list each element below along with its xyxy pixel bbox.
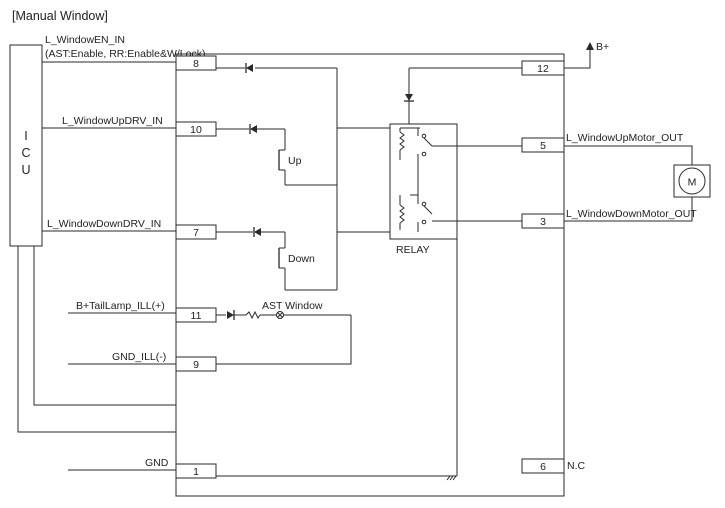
label-gnd: GND xyxy=(145,457,169,469)
pin-box-6 xyxy=(521,458,565,474)
icu-label-1: I xyxy=(24,129,27,143)
label-window-en-note: (AST:Enable, RR:Enable&W/Lock) xyxy=(45,48,205,60)
diode-icon xyxy=(249,124,257,134)
pin-box-8 xyxy=(175,55,217,71)
pin-label-5: 5 xyxy=(540,140,546,152)
b-plus-arrow-icon xyxy=(586,42,594,50)
pin-label-9: 9 xyxy=(193,359,199,371)
push-switch-icon xyxy=(278,247,285,269)
label-window-en: L_WindowEN_IN xyxy=(45,34,125,46)
pin-label-11: 11 xyxy=(191,310,202,322)
pin-label-7: 7 xyxy=(193,227,199,239)
motor-icon xyxy=(673,164,711,198)
enable-bus xyxy=(216,67,338,291)
pin-label-3: 3 xyxy=(540,216,546,228)
label-gnd-ill: GND_ILL(-) xyxy=(112,351,166,363)
pin-label-1: 1 xyxy=(193,466,199,478)
push-switch-icon xyxy=(278,149,285,171)
diode-icon xyxy=(245,63,253,73)
label-window-up-drv: L_WindowUpDRV_IN xyxy=(62,115,163,127)
ground-icon xyxy=(446,475,457,481)
down-switch-branch xyxy=(216,231,286,290)
label-taillamp: B+TailLamp_ILL(+) xyxy=(76,300,165,312)
icu-block xyxy=(9,44,43,247)
label-window-down-drv: L_WindowDownDRV_IN xyxy=(47,218,161,230)
label-motor-up-out: L_WindowUpMotor_OUT xyxy=(566,132,684,144)
illumination-branch xyxy=(216,310,352,365)
b-plus-feed xyxy=(564,42,594,69)
illumination-label: AST Window xyxy=(262,300,323,312)
label-b-plus: B+ xyxy=(596,41,609,53)
diode-icon xyxy=(253,227,261,237)
pin-label-10: 10 xyxy=(190,124,202,136)
lamp-icon xyxy=(276,311,284,319)
switch-down-label: Down xyxy=(288,253,315,265)
diagram-title: [Manual Window] xyxy=(12,9,108,23)
motor-wiring xyxy=(564,145,693,222)
diode-icon xyxy=(405,94,413,101)
pin-label-6: 6 xyxy=(540,461,546,473)
icu-label-3: U xyxy=(21,163,30,177)
motor-label: M xyxy=(688,177,697,189)
label-nc: N.C xyxy=(567,460,586,472)
pin-box-5 xyxy=(521,137,565,153)
relay-block xyxy=(216,67,522,240)
relay-label: RELAY xyxy=(396,244,430,256)
switch-module-outline xyxy=(175,53,565,497)
pin-label-8: 8 xyxy=(193,58,199,70)
icu-signal-wires xyxy=(17,61,176,471)
diode-icon xyxy=(227,310,235,320)
pin-label-12: 12 xyxy=(537,63,549,75)
switch-up-label: Up xyxy=(288,155,302,167)
ground-bus xyxy=(216,124,458,477)
icu-label-2: C xyxy=(21,146,30,160)
pin-box-1 xyxy=(175,463,217,479)
label-motor-down-out: L_WindowDownMotor_OUT xyxy=(566,208,697,220)
